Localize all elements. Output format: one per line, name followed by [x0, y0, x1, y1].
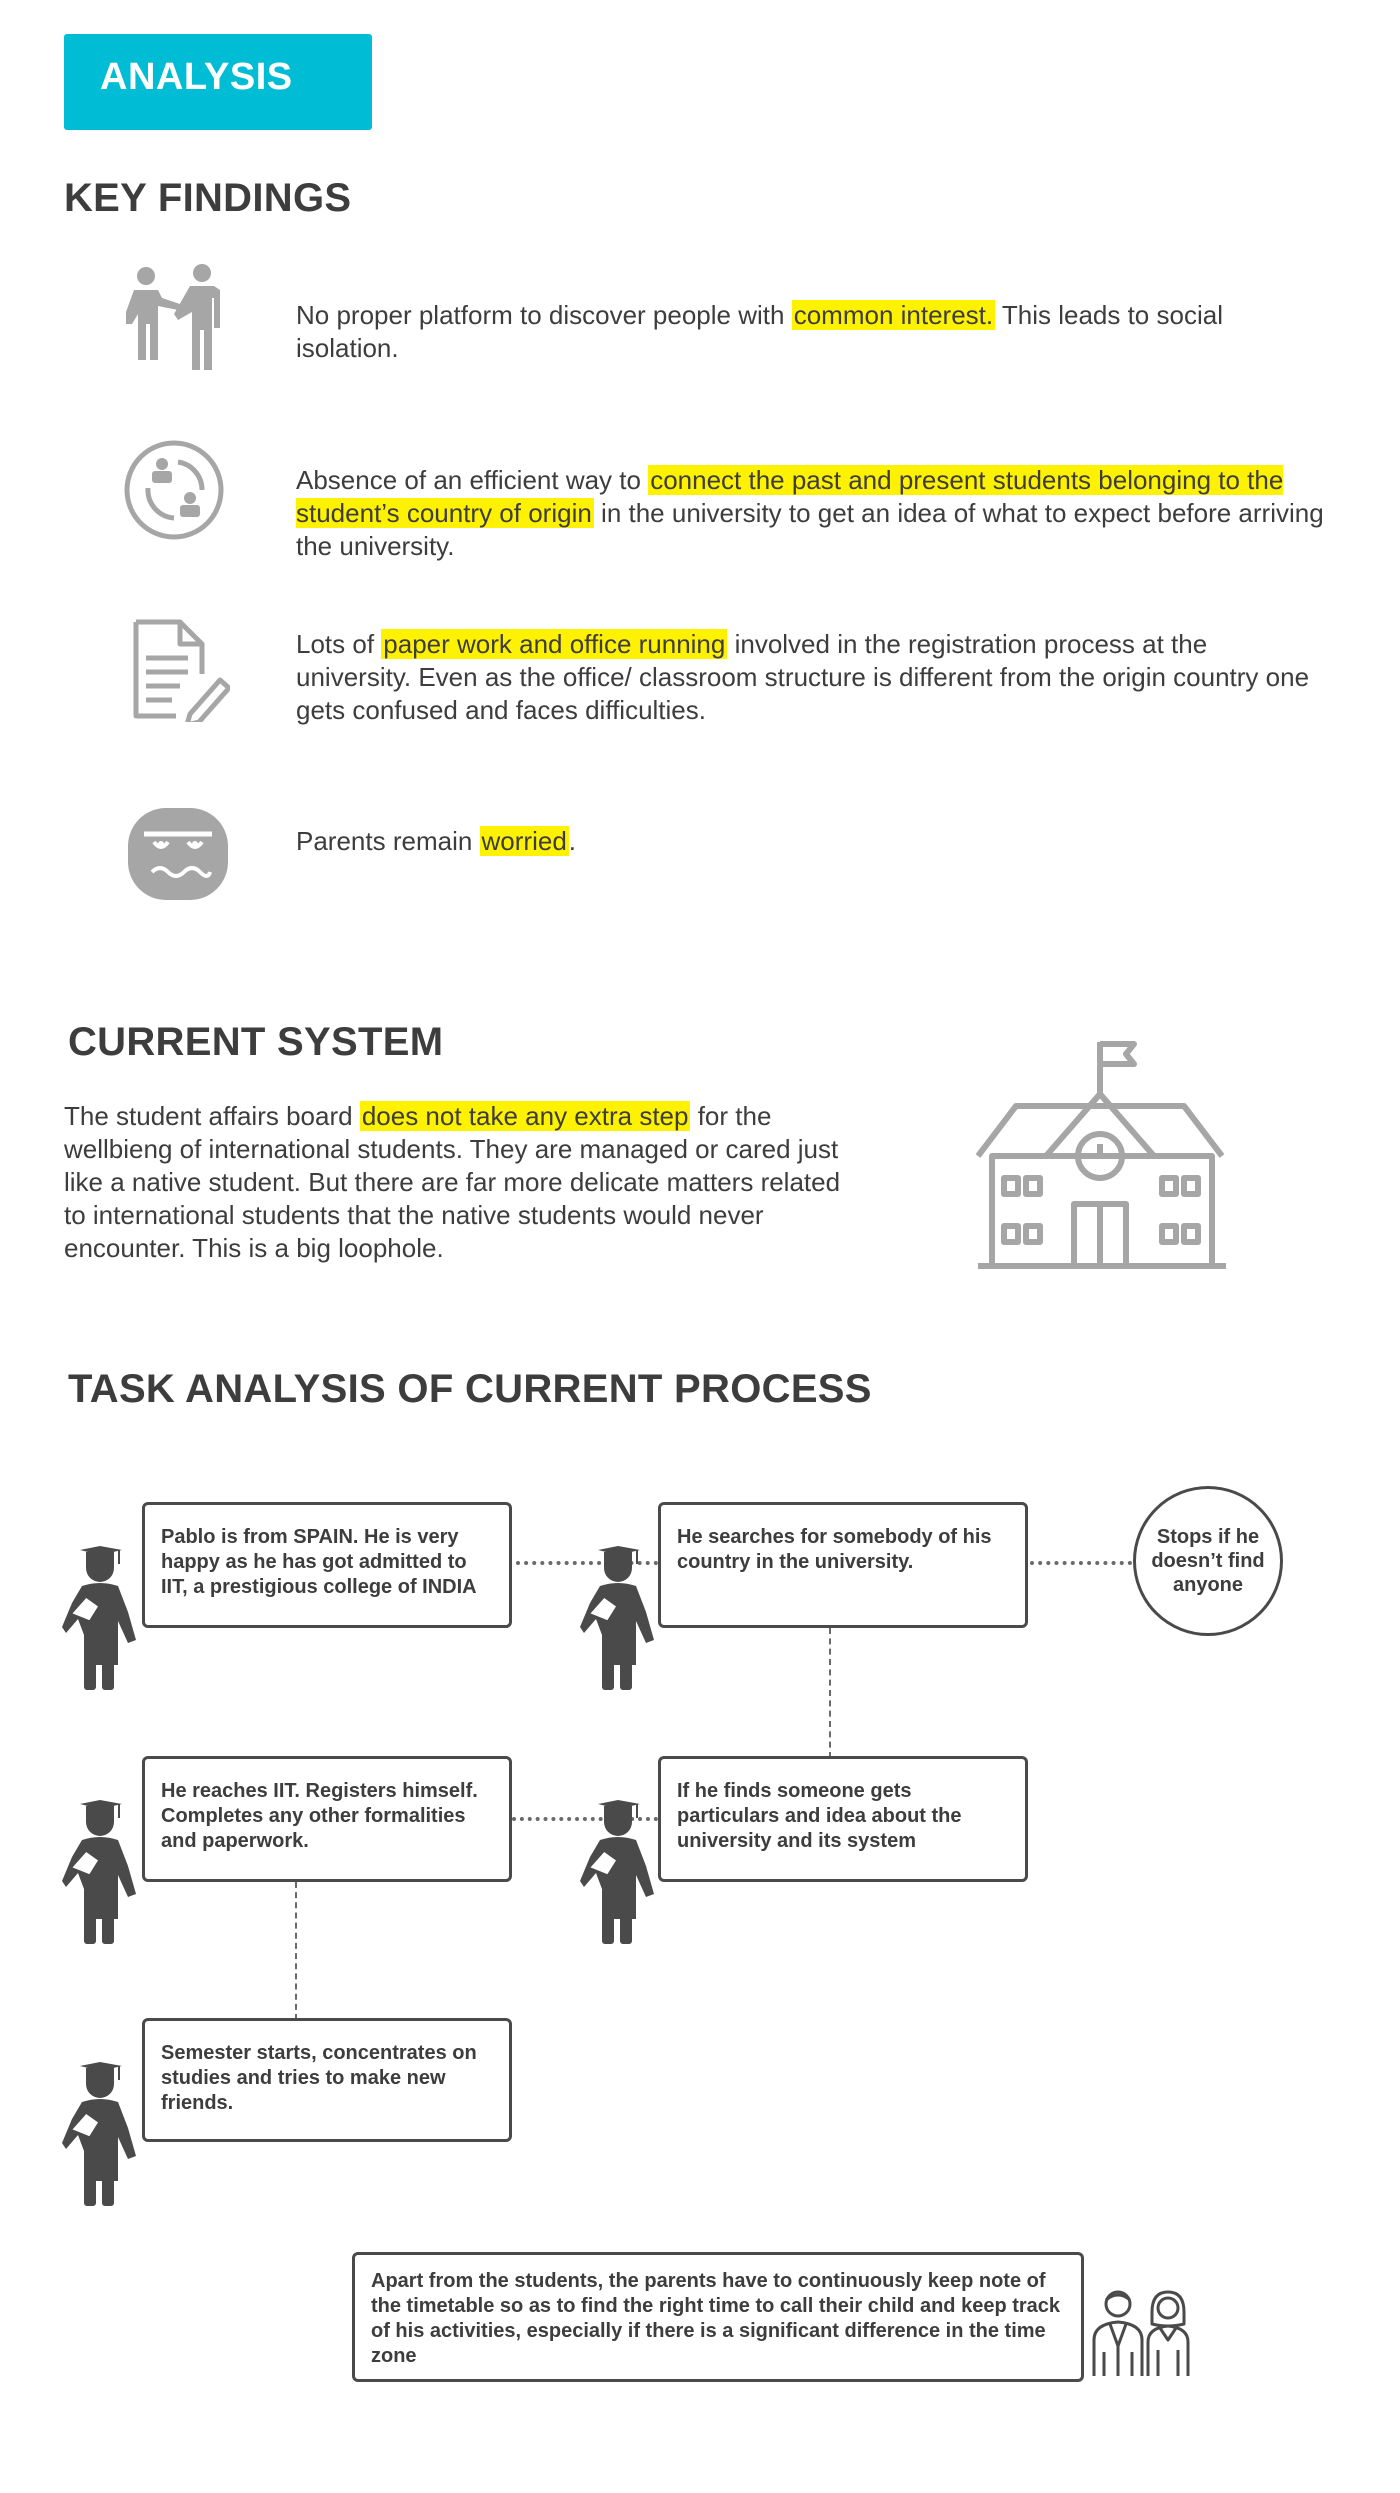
task-step-4: If he finds someone gets particulars and…: [658, 1756, 1028, 1882]
finding-1-text: No proper platform to discover people wi…: [296, 300, 1223, 363]
task-step-2: He searches for somebody of his country …: [658, 1502, 1028, 1628]
parents-icon: [1092, 2290, 1190, 2376]
finding-1-highlight: common interest.: [791, 300, 996, 330]
exchange-circle-icon: [124, 440, 224, 540]
finding-3-text: Lots of paper work and office running in…: [296, 629, 1310, 725]
task-step-3: He reaches IIT. Registers himself. Compl…: [142, 1756, 512, 1882]
current-system-text: The student affairs board does not take …: [64, 1101, 841, 1263]
current-system-title: CURRENT SYSTEM: [68, 1020, 444, 1064]
finding-3-highlight: paper work and office running: [381, 629, 728, 659]
finding-2-text: Absence of an efficient way to connect t…: [296, 465, 1324, 561]
section-badge: [64, 34, 372, 130]
graduate-icon: [580, 1800, 654, 1944]
graduate-icon: [62, 1546, 136, 1690]
task-step-1: Pablo is from SPAIN. He is very happy as…: [142, 1502, 512, 1628]
finding-4-highlight: worried: [479, 826, 569, 856]
connector-step2-step4: [829, 1628, 831, 1758]
parents-note: Apart from the students, the parents hav…: [352, 2252, 1084, 2382]
graduate-icon: [580, 1546, 654, 1690]
current-system-highlight: does not take any extra step: [359, 1101, 691, 1131]
graduate-icon: [62, 1800, 136, 1944]
connector-step3-step5: [295, 1882, 297, 2020]
people-icon: [126, 264, 220, 370]
section-badge-label: ANALYSIS: [100, 56, 293, 98]
task-analysis-title: TASK ANALYSIS OF CURRENT PROCESS: [68, 1367, 872, 1411]
graduate-icon: [62, 2062, 136, 2206]
worried-face-icon: [128, 808, 228, 900]
key-findings-title: KEY FINDINGS: [64, 176, 352, 220]
school-building-icon: [975, 1041, 1226, 1269]
connector-step2-stop: [1030, 1561, 1132, 1565]
stop-condition-circle: Stops if he doesn’t find anyone: [1133, 1486, 1283, 1636]
document-edit-icon: [133, 619, 230, 722]
task-step-5: Semester starts, concentrates on studies…: [142, 2018, 512, 2142]
connector-step3-step4: [512, 1817, 658, 1821]
finding-4-text: Parents remain worried.: [296, 826, 577, 856]
connector-step1-step2: [516, 1561, 658, 1565]
